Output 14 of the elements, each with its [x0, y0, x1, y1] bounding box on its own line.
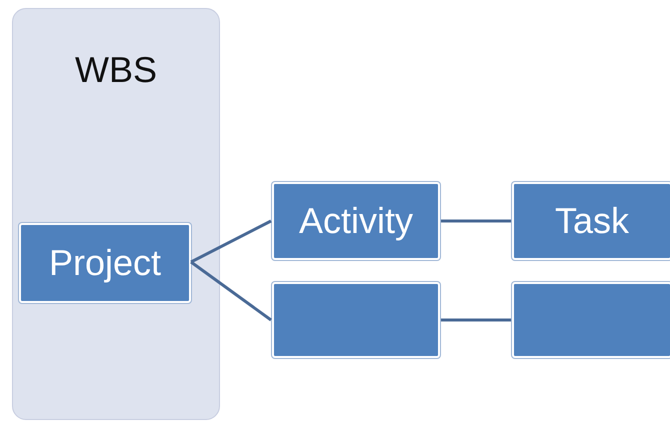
process-box [272, 182, 440, 260]
process-box [19, 223, 191, 303]
connector-line [441, 318, 511, 322]
empty-box [272, 282, 440, 358]
panel-heading: WBS [74, 49, 158, 91]
box-label: Activity [298, 200, 413, 242]
connector-line [441, 220, 511, 222]
connector-line [190, 260, 272, 322]
group-panel [12, 8, 220, 420]
process-box [512, 182, 670, 260]
connector-line [190, 220, 272, 264]
empty-box [512, 282, 670, 358]
box-label: Project [48, 242, 162, 284]
box-label: Task [554, 200, 630, 242]
